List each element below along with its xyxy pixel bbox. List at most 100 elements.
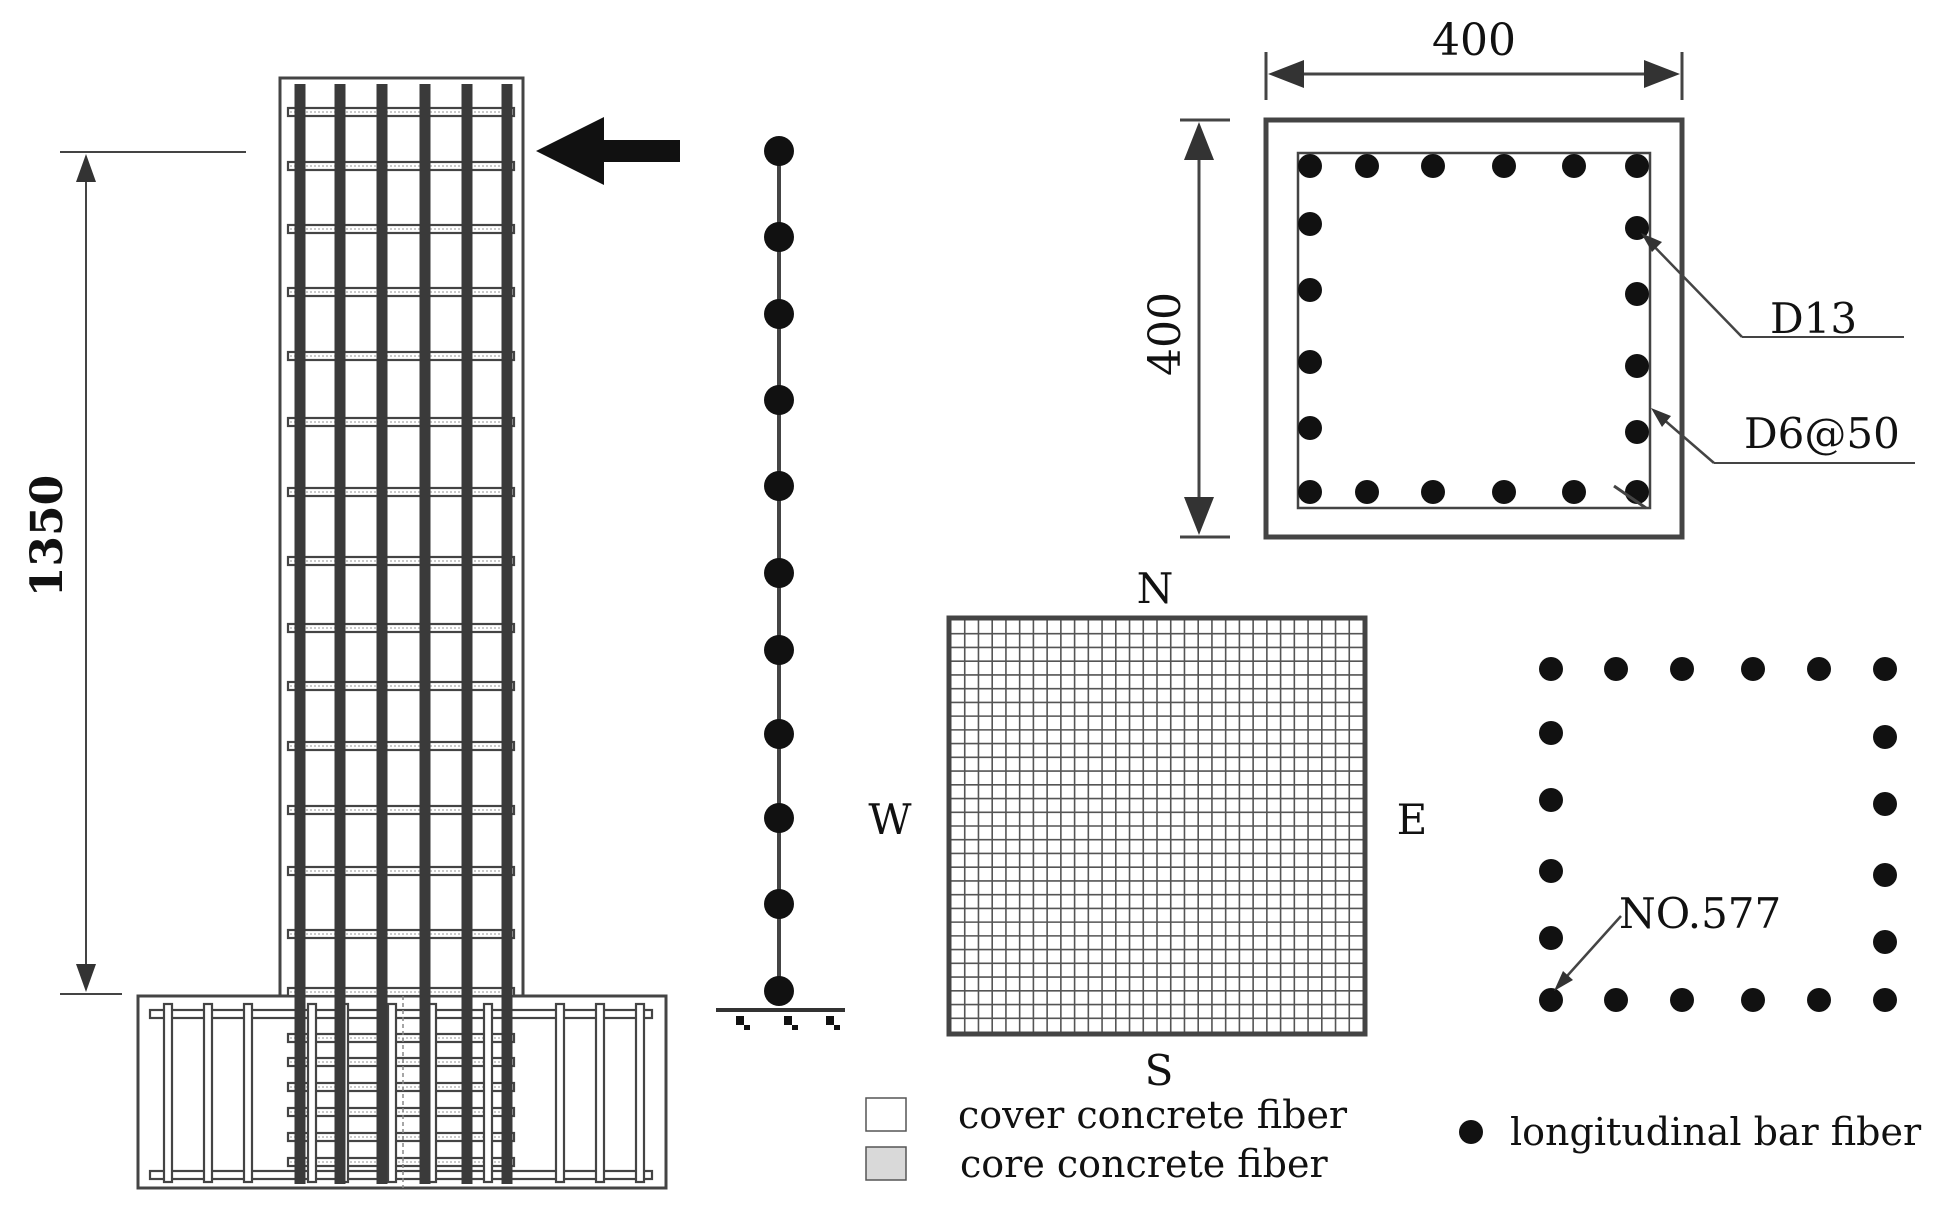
- stirrup: [286, 1056, 516, 1068]
- foundation-bar-vertical: [242, 1002, 254, 1184]
- section-bar: [1625, 354, 1649, 378]
- foundation-bar-horizontal: [148, 1008, 654, 1020]
- section-longitudinal-bars: [1298, 154, 1649, 504]
- foundation-bar-vertical: [482, 1002, 494, 1184]
- stirrup: [286, 1032, 516, 1044]
- west-label: W: [868, 795, 912, 844]
- foundation-bar-vertical: [634, 1002, 646, 1184]
- bar-fiber-dot: [1604, 988, 1628, 1012]
- bar-fiber-dot: [1539, 988, 1563, 1012]
- bar-size-label: D13: [1770, 294, 1857, 343]
- stirrup: [286, 928, 516, 940]
- north-label: N: [1137, 564, 1174, 613]
- node-marker: [764, 719, 794, 749]
- bar-fiber-dot: [1741, 988, 1765, 1012]
- stirrup-leader: [1651, 408, 1915, 464]
- node-markers: [764, 136, 794, 1006]
- bar-fiber-dot: [1539, 721, 1563, 745]
- section-bar: [1562, 480, 1586, 504]
- section-bar: [1492, 480, 1516, 504]
- section-bar: [1298, 480, 1322, 504]
- stirrup: [286, 106, 516, 118]
- stirrup: [286, 1131, 516, 1143]
- lateral-load-arrow: [536, 117, 680, 185]
- foundation-bar-vertical: [594, 1002, 606, 1184]
- bar-fiber-dot: [1670, 657, 1694, 681]
- bar-fiber-dot: [1873, 657, 1897, 681]
- height-dimension: [60, 151, 246, 995]
- column-outline: [278, 76, 525, 998]
- mesh-outline: [946, 615, 1368, 1037]
- section-width-label: 400: [1432, 15, 1516, 66]
- fiber-element-node-model: [716, 136, 845, 1030]
- bar-fiber-dot: [1539, 859, 1563, 883]
- bar-fiber-dot: [1807, 988, 1831, 1012]
- bar-fiber-dot: [1539, 657, 1563, 681]
- legend-bar-label: longitudinal bar fiber: [1510, 1110, 1922, 1154]
- bar-fiber-dot: [1873, 930, 1897, 954]
- node-number-label: NO.577: [1619, 889, 1781, 938]
- bar-leader: [1641, 233, 1904, 338]
- section-width-dimension: [1264, 52, 1684, 100]
- section-height-label: 400: [1140, 292, 1191, 376]
- section-bar: [1355, 154, 1379, 178]
- foundation-bar-vertical: [162, 1002, 174, 1184]
- bar-fiber-dot: [1873, 988, 1897, 1012]
- stirrup: [286, 865, 516, 877]
- section-bar: [1492, 154, 1516, 178]
- fiber-mesh: N S W E: [868, 564, 1427, 1095]
- legend-cover-label: cover concrete fiber: [958, 1093, 1348, 1137]
- section-outline: [1263, 117, 1685, 540]
- legend: cover concrete fiber core concrete fiber…: [865, 1093, 1922, 1186]
- section-bar: [1355, 480, 1379, 504]
- stirrup: [286, 986, 516, 998]
- stirrup: [286, 804, 516, 816]
- section-bar: [1421, 154, 1445, 178]
- legend-core-label: core concrete fiber: [960, 1142, 1328, 1186]
- node-marker: [764, 635, 794, 665]
- section-bar: [1298, 154, 1322, 178]
- longitudinal-bar: [376, 84, 388, 1184]
- east-label: E: [1397, 795, 1428, 844]
- foundation-bar-horizontal: [148, 1169, 654, 1181]
- foundation-bar-vertical: [554, 1002, 566, 1184]
- bar-fiber-dot: [1539, 926, 1563, 950]
- stirrup: [286, 286, 516, 298]
- longitudinal-bar: [294, 84, 306, 1184]
- column-elevation: 1350: [22, 76, 680, 1190]
- longitudinal-bar: [461, 84, 473, 1184]
- section-bar: [1625, 154, 1649, 178]
- section-bar: [1298, 212, 1322, 236]
- foundation-bar-vertical: [306, 1002, 318, 1184]
- longitudinal-bar: [419, 84, 431, 1184]
- stirrup: [286, 416, 516, 428]
- node-marker: [764, 558, 794, 588]
- foundation-bar-vertical: [386, 1002, 398, 1184]
- node-marker: [764, 803, 794, 833]
- node-marker: [764, 222, 794, 252]
- bar-fiber-dot: [1741, 657, 1765, 681]
- section-bar: [1298, 278, 1322, 302]
- stirrup: [286, 555, 516, 567]
- stirrup: [286, 622, 516, 634]
- column-stirrups: [286, 106, 516, 1168]
- node-marker: [764, 889, 794, 919]
- bar-fiber-dot: [1807, 657, 1831, 681]
- bar-fiber-swatch: [1459, 1120, 1483, 1144]
- longitudinal-bar: [501, 84, 513, 1184]
- bar-fiber-dot: [1670, 988, 1694, 1012]
- node-marker: [764, 299, 794, 329]
- bar-fiber-dot: [1873, 725, 1897, 749]
- mesh-grid-lines: [951, 620, 1363, 1032]
- section-bar: [1562, 154, 1586, 178]
- column-longitudinal-bars: [294, 84, 513, 1184]
- stirrup-outline: [1296, 151, 1652, 510]
- bar-fiber-dot: [1604, 657, 1628, 681]
- stirrup: [286, 350, 516, 362]
- stirrup: [286, 740, 516, 752]
- section-bar: [1625, 420, 1649, 444]
- bar-fiber-dot: [1873, 863, 1897, 887]
- core-swatch: [865, 1146, 907, 1181]
- fixed-support: [716, 1008, 845, 1030]
